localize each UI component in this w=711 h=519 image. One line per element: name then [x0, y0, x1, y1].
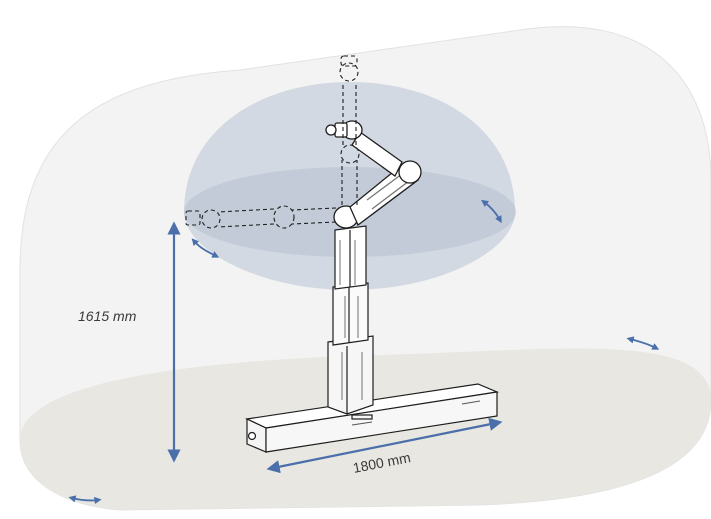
rotation-arrow-icon: [626, 336, 660, 350]
length-dimension-arrow: [266, 417, 503, 474]
dimension-lines: [167, 221, 503, 474]
rotation-arrow-icon: [481, 199, 502, 224]
robot-arm: [325, 120, 422, 229]
height-dimension-label: 1615 mm: [78, 308, 137, 324]
rotation-arrow-icon: [68, 495, 102, 505]
telescopic-column: [327, 225, 374, 415]
rail-end-cap-icon: [247, 431, 257, 441]
robot-arm-ghost-poses: [185, 55, 360, 229]
rotation-arrow-icon: [191, 238, 220, 258]
elbow-joint: [398, 160, 422, 184]
rotation-arrows: [68, 199, 660, 505]
